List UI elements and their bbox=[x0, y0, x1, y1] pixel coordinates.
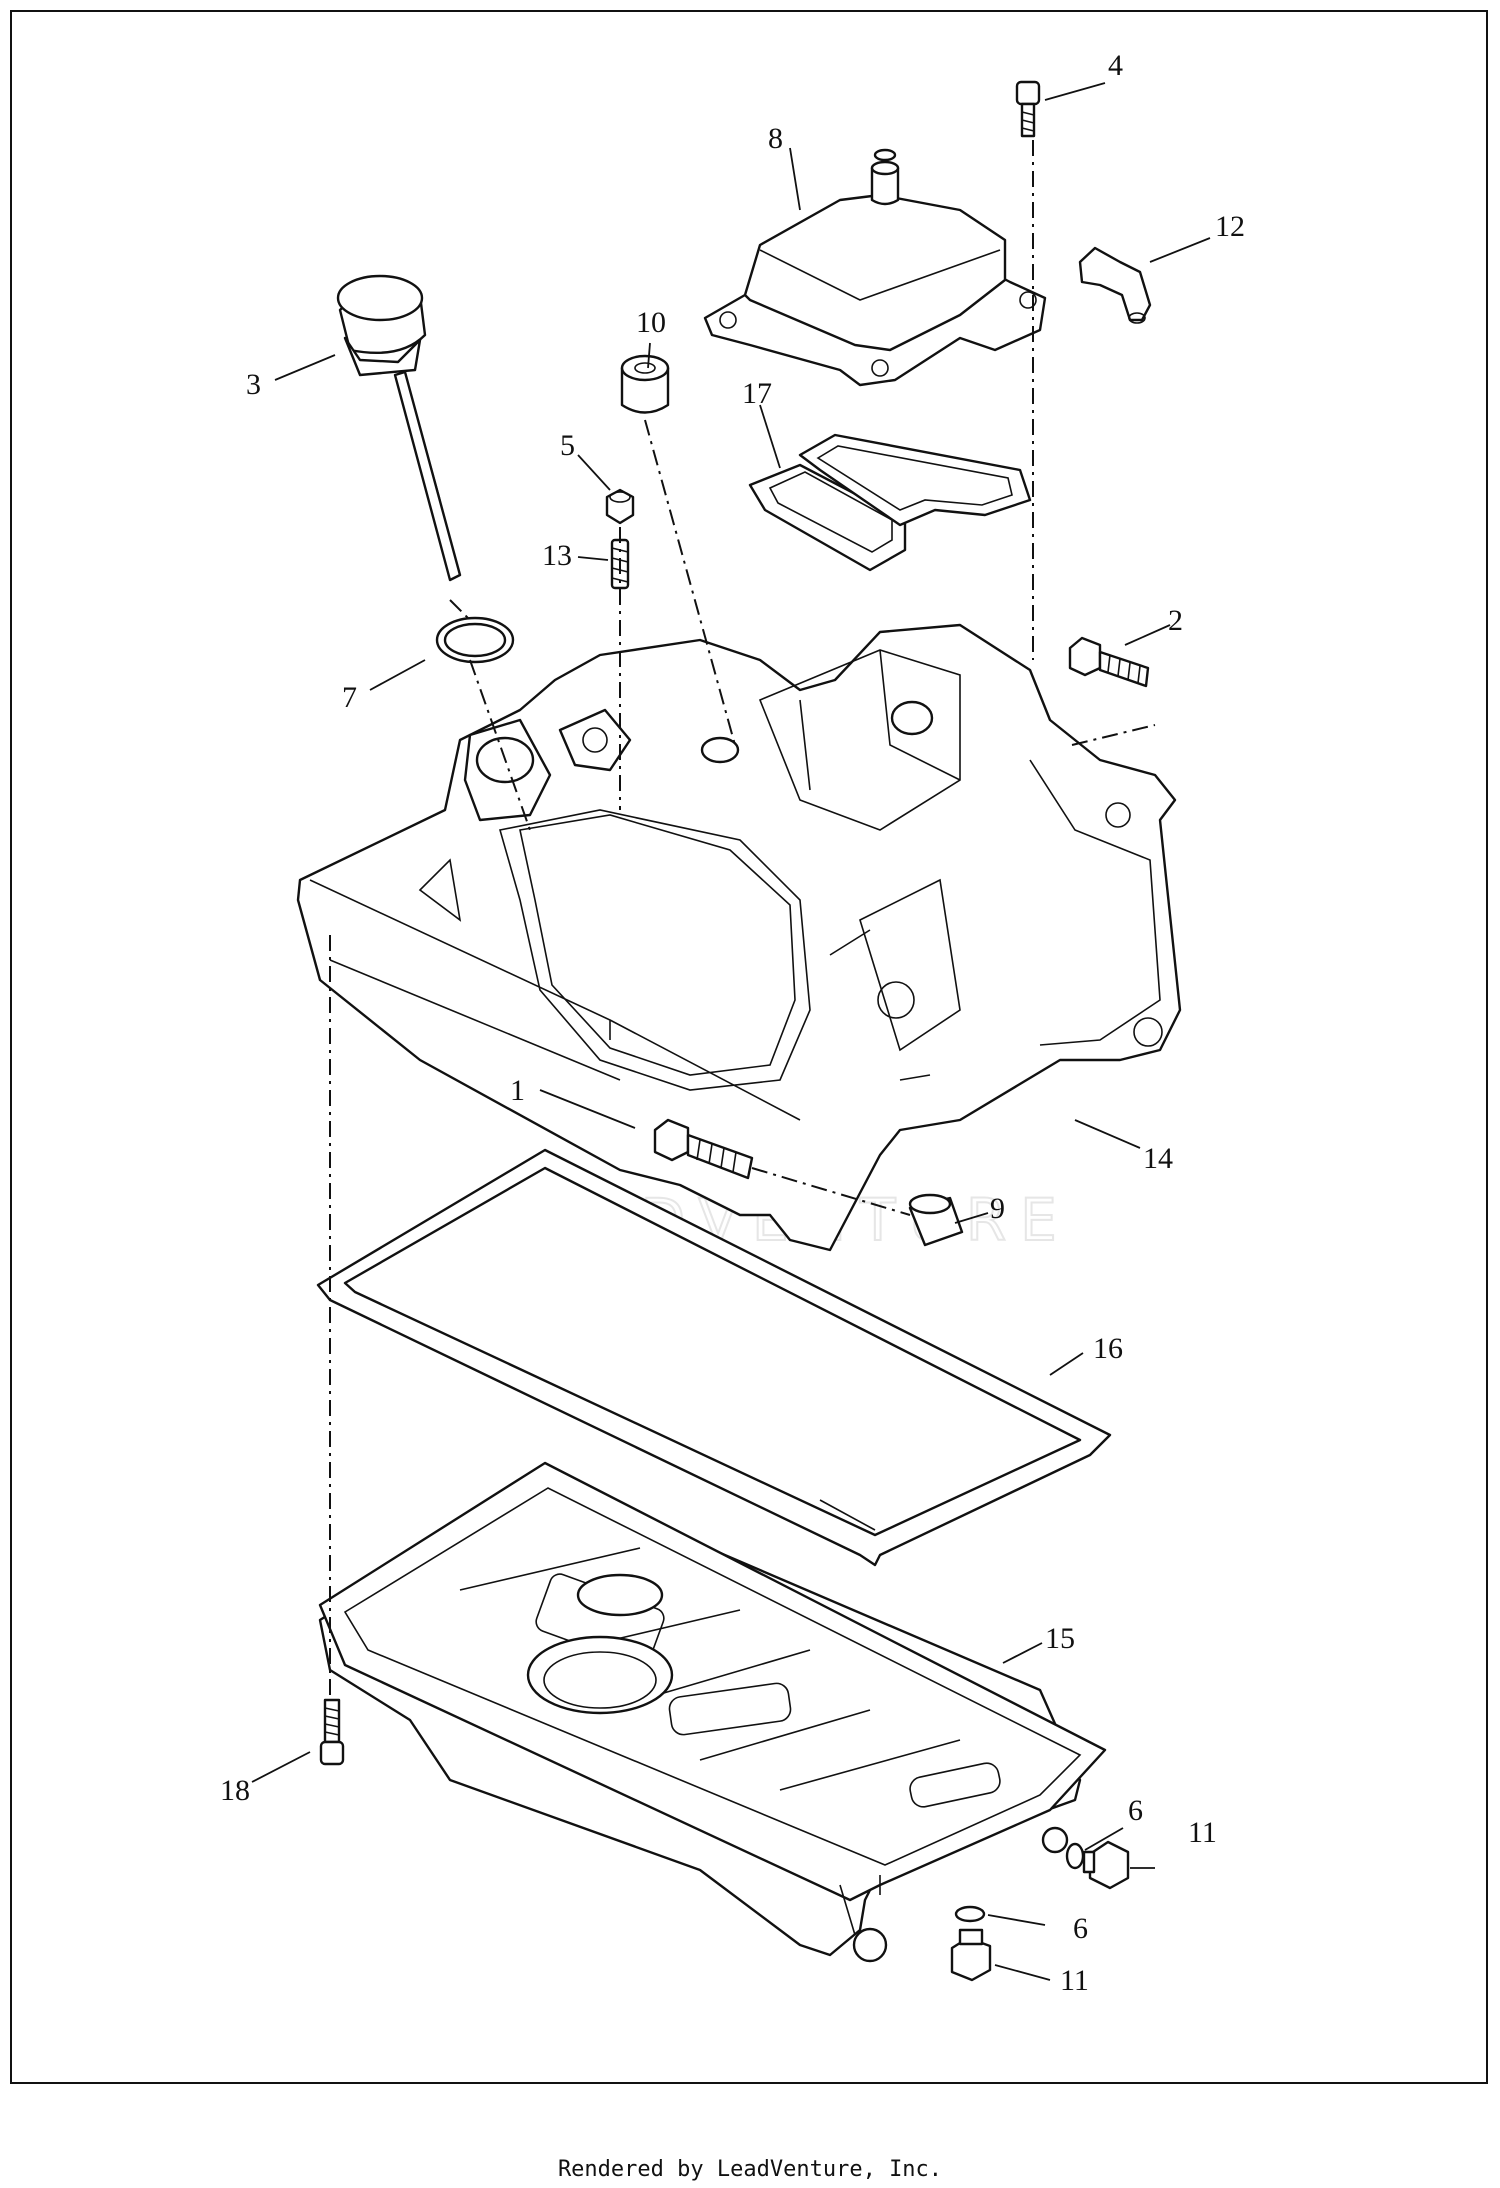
callout-17: 17 bbox=[742, 377, 772, 410]
callout-15: 15 bbox=[1045, 1622, 1075, 1655]
callout-8: 8 bbox=[768, 122, 783, 155]
callout-11-lower: 11 bbox=[1060, 1964, 1089, 1997]
washer-upper[interactable] bbox=[1065, 1842, 1085, 1870]
callout-9: 9 bbox=[990, 1192, 1005, 1225]
callout-1: 1 bbox=[510, 1074, 525, 1107]
callout-4: 4 bbox=[1108, 49, 1123, 82]
callout-6-lower: 6 bbox=[1073, 1912, 1088, 1945]
gasket[interactable] bbox=[316, 1148, 1112, 1567]
dowel[interactable] bbox=[908, 1193, 964, 1247]
bolt-bottom[interactable] bbox=[319, 1698, 345, 1766]
hose-fitting[interactable] bbox=[1078, 246, 1152, 324]
cylinder-block[interactable] bbox=[296, 623, 1182, 1252]
oil-pan[interactable] bbox=[318, 1461, 1107, 1963]
callout-10: 10 bbox=[636, 306, 666, 339]
callout-12: 12 bbox=[1215, 210, 1245, 243]
callout-18: 18 bbox=[220, 1774, 250, 1807]
bolt-front[interactable] bbox=[653, 1118, 754, 1180]
drain-plug-upper[interactable] bbox=[1082, 1840, 1130, 1890]
callout-11-upper: 11 bbox=[1188, 1816, 1217, 1849]
footer-credit: Rendered by LeadVenture, Inc. bbox=[557, 2157, 943, 2182]
dipstick[interactable] bbox=[336, 274, 462, 582]
callout-14: 14 bbox=[1143, 1142, 1173, 1175]
bolt-side[interactable] bbox=[1068, 636, 1150, 688]
nut[interactable] bbox=[605, 488, 635, 525]
diagram-frame bbox=[10, 10, 1488, 2084]
gasket-pair[interactable] bbox=[748, 433, 1032, 572]
callout-16: 16 bbox=[1093, 1332, 1123, 1365]
callout-3: 3 bbox=[246, 368, 261, 401]
leader-lines bbox=[251, 82, 1211, 1981]
callout-7: 7 bbox=[342, 681, 357, 714]
callout-13: 13 bbox=[542, 539, 572, 572]
drain-plug-lower[interactable] bbox=[950, 1928, 992, 1982]
callout-6-upper: 6 bbox=[1128, 1794, 1143, 1827]
cover[interactable] bbox=[703, 148, 1047, 387]
o-ring[interactable] bbox=[435, 616, 515, 664]
washer-lower[interactable] bbox=[954, 1905, 986, 1923]
callouts: 4 8 12 3 10 17 5 13 2 7 1 14 9 16 15 18 … bbox=[220, 49, 1245, 1997]
alignment-lines bbox=[329, 140, 1156, 1700]
callout-5: 5 bbox=[560, 429, 575, 462]
seal[interactable] bbox=[620, 354, 670, 414]
bolt-top[interactable] bbox=[1015, 80, 1041, 138]
callout-2: 2 bbox=[1168, 604, 1183, 637]
